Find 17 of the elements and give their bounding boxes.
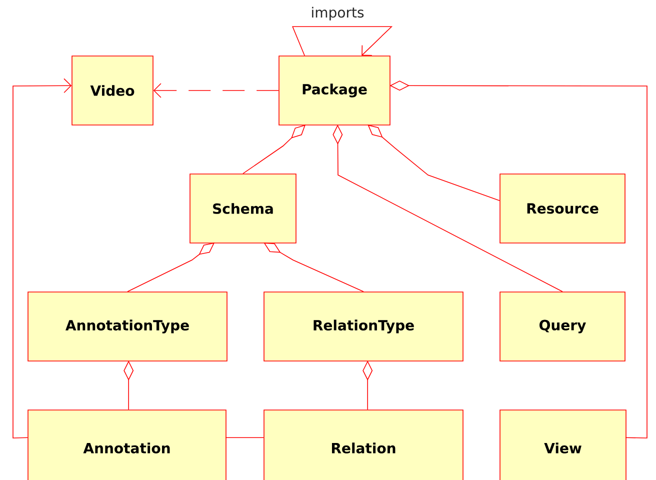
class-box: Package: [278, 56, 390, 126]
class-box: AnnotationType: [28, 292, 228, 362]
class-box: Resource: [500, 174, 626, 244]
class-box: Relation: [264, 410, 464, 480]
class-box: Annotation: [28, 410, 226, 480]
connector: [368, 124, 500, 201]
edge-label: imports: [310, 6, 366, 22]
connector: [292, 26, 393, 56]
connector: [12, 78, 72, 438]
connector: [264, 242, 364, 292]
class-box: Schema: [190, 174, 296, 244]
connector: [153, 83, 279, 98]
connector: [225, 437, 264, 438]
class-box: Video: [72, 56, 154, 126]
class-box: View: [500, 410, 626, 480]
class-box: Query: [500, 292, 626, 362]
class-box: RelationType: [264, 292, 464, 362]
